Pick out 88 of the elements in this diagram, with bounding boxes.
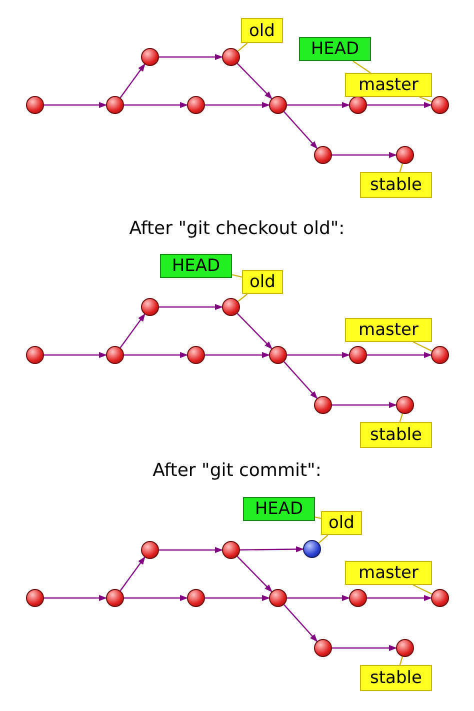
commit-node	[431, 589, 449, 607]
leader-line	[232, 274, 242, 278]
commit-node	[141, 541, 159, 559]
commit-node	[141, 48, 159, 66]
commit-node	[269, 96, 287, 114]
commit-arrow	[44, 595, 107, 601]
commit-node	[314, 639, 332, 657]
commit-arrow	[205, 352, 270, 358]
commit-node	[349, 589, 367, 607]
branch-label: master	[345, 318, 432, 342]
commit-node	[26, 346, 44, 364]
commit-arrow	[124, 595, 188, 601]
head-label: HEAD	[243, 497, 315, 521]
commit-arrow	[287, 352, 350, 358]
step-heading: After "git checkout old":	[128, 218, 346, 239]
commit-node	[187, 96, 205, 114]
leader-line	[238, 294, 248, 302]
branch-label: stable	[360, 422, 432, 448]
commit-node	[431, 346, 449, 364]
commit-arrow	[287, 595, 350, 601]
commit-node	[431, 96, 449, 114]
leader-line	[399, 413, 403, 422]
branch-label: stable	[360, 665, 432, 691]
commit-node	[187, 589, 205, 607]
commit-arrow	[367, 352, 432, 358]
leader-line	[399, 656, 403, 666]
leader-line	[419, 96, 432, 102]
commit-node	[26, 96, 44, 114]
branch-label: old	[321, 511, 362, 535]
commit-arrow	[236, 63, 272, 100]
commit-arrow	[367, 102, 432, 108]
leader-line	[399, 163, 403, 172]
leader-line	[237, 42, 248, 52]
commit-node	[26, 589, 44, 607]
commit-arrow	[159, 547, 223, 553]
commit-node	[396, 639, 414, 657]
step-heading: After "git commit":	[152, 460, 322, 481]
commit-arrow	[44, 102, 107, 108]
branch-label: stable	[360, 172, 432, 198]
leader-line	[314, 516, 322, 519]
commit-arrow	[240, 546, 304, 552]
commit-arrow	[236, 313, 272, 350]
commit-node	[106, 96, 124, 114]
commit-arrow	[120, 63, 146, 98]
commit-node	[349, 346, 367, 364]
commit-node	[106, 346, 124, 364]
commit-arrow	[120, 313, 146, 348]
commit-node	[222, 541, 240, 559]
commit-arrow	[205, 595, 270, 601]
commit-arrow	[124, 102, 188, 108]
leader-line	[412, 341, 432, 352]
commit-arrow	[159, 54, 223, 60]
head-label: HEAD	[160, 254, 232, 278]
commit-arrow	[120, 556, 146, 592]
commit-node	[222, 48, 240, 66]
commit-arrow	[287, 102, 350, 108]
commit-arrow	[284, 604, 318, 642]
commit-node	[106, 589, 124, 607]
branch-label: master	[345, 561, 432, 585]
commit-node	[222, 298, 240, 316]
commit-node	[303, 540, 321, 558]
commit-arrow	[367, 595, 432, 601]
commit-arrow	[332, 152, 397, 158]
commit-node	[349, 96, 367, 114]
commit-arrow	[205, 102, 270, 108]
commit-arrow	[332, 645, 397, 651]
commit-node	[314, 146, 332, 164]
branch-label: old	[241, 18, 283, 43]
commit-node	[141, 298, 159, 316]
commit-node	[396, 396, 414, 414]
commit-arrow	[236, 556, 272, 592]
commit-arrow	[44, 352, 107, 358]
branch-label: old	[242, 270, 283, 294]
commit-arrow	[332, 402, 397, 408]
leader-line	[412, 584, 432, 595]
commit-node	[396, 146, 414, 164]
leader-line	[352, 60, 371, 74]
commit-node	[269, 589, 287, 607]
commit-node	[187, 346, 205, 364]
commit-arrow	[284, 361, 318, 400]
commit-arrow	[124, 352, 188, 358]
commit-arrow	[159, 304, 223, 310]
commit-node	[269, 346, 287, 364]
head-label: HEAD	[299, 37, 371, 61]
commit-arrow	[284, 111, 318, 150]
branch-label: master	[345, 73, 432, 97]
commit-node	[314, 396, 332, 414]
leader-line	[318, 534, 328, 544]
